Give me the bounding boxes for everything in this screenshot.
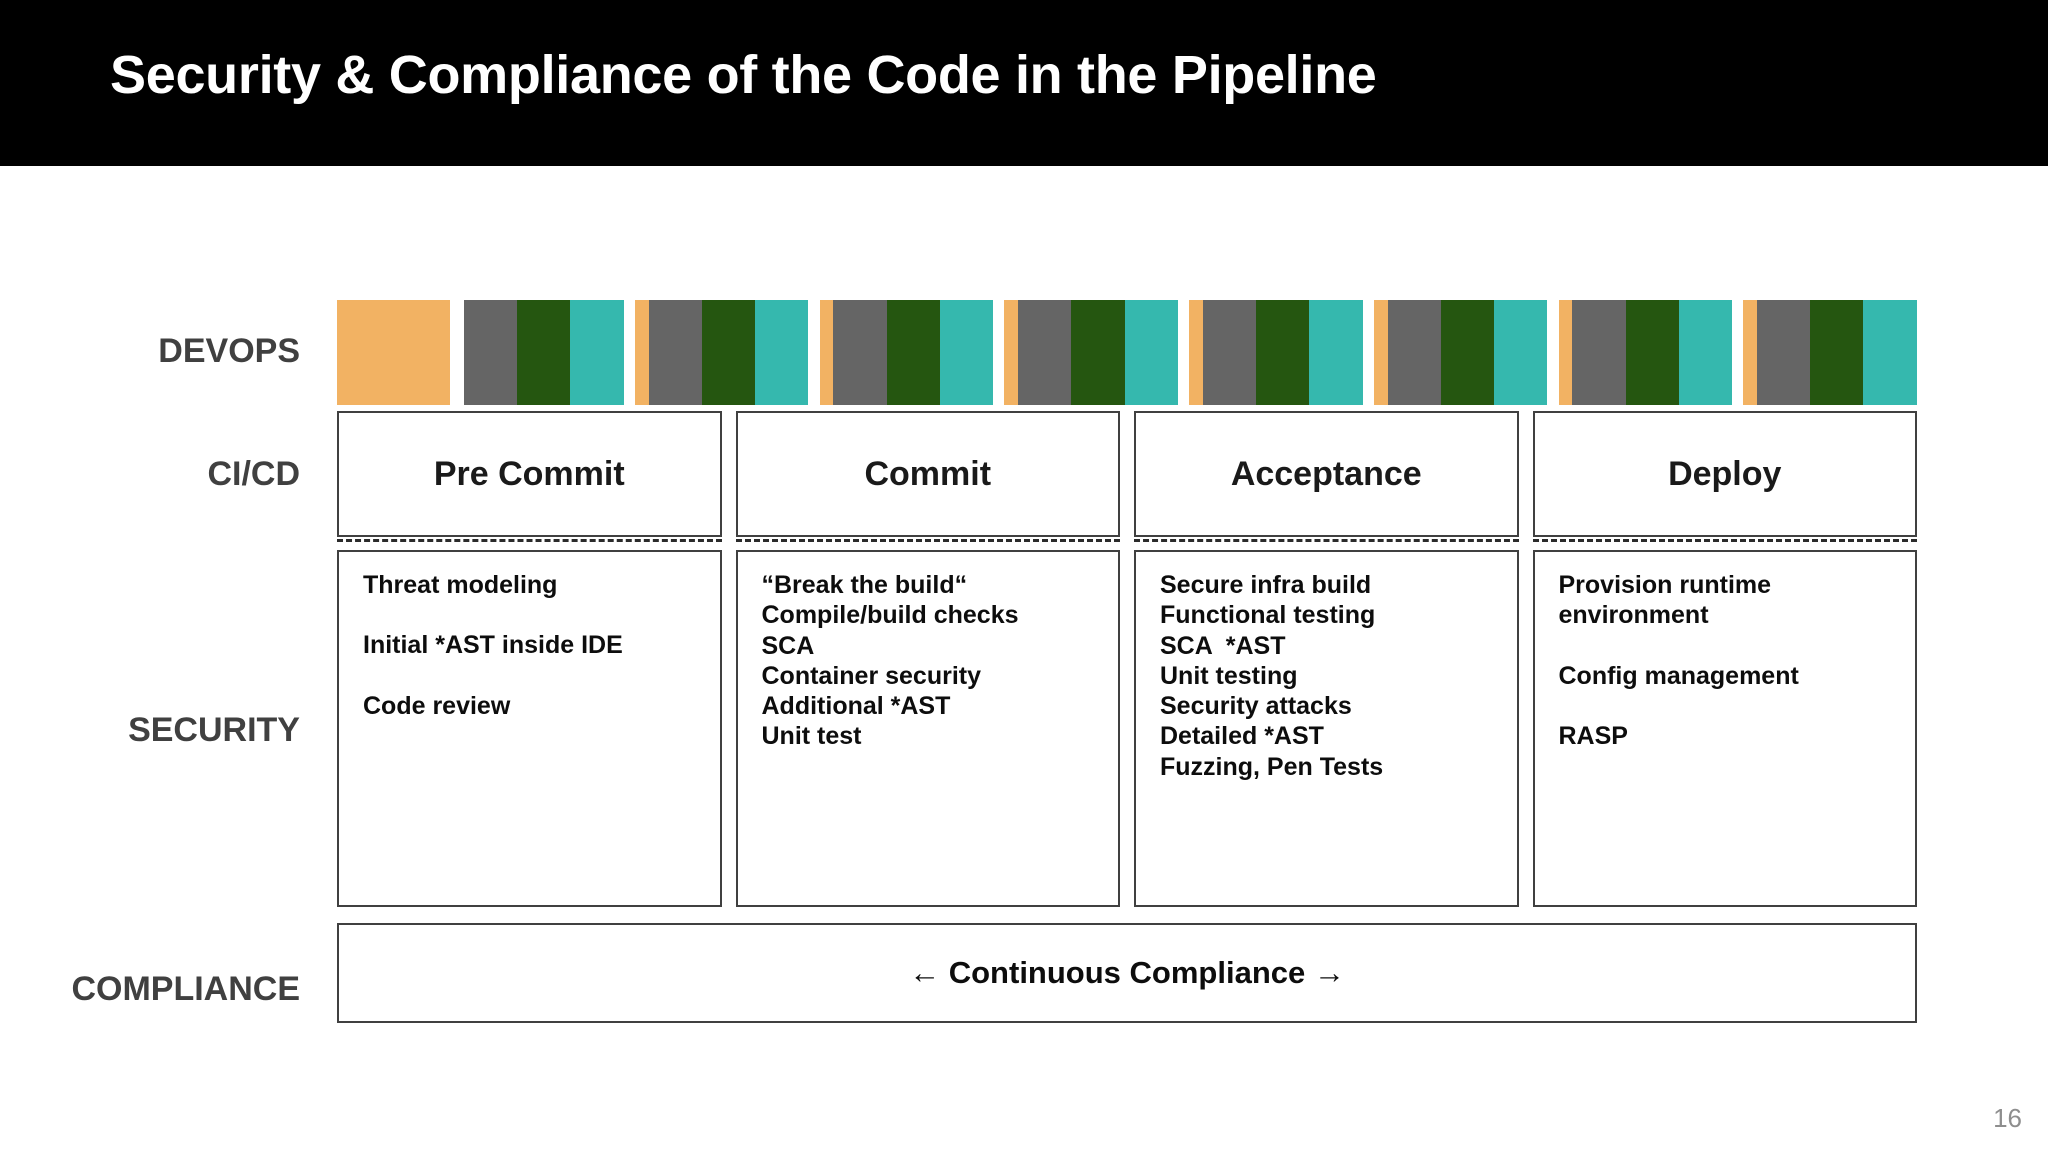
devops-segment-gray	[648, 300, 702, 405]
devops-segment-gap	[623, 300, 636, 405]
devops-segment-gap	[450, 300, 464, 405]
security-item: RASP	[1558, 721, 1628, 750]
cicd-stage-label: Pre Commit	[433, 454, 625, 493]
security-item: SCA *AST	[1160, 631, 1286, 660]
devops-segment-teal	[1309, 300, 1363, 405]
devops-segment-gap	[808, 300, 820, 405]
devops-segment-gap	[993, 300, 1005, 405]
devops-segment-gap	[1732, 300, 1744, 405]
continuous-compliance-label: ← Continuous Compliance →	[909, 955, 1345, 990]
title-banner: Security & Compliance of the Code in the…	[0, 0, 2048, 166]
devops-segment-green	[517, 300, 571, 405]
security-item: Provision runtime environment	[1558, 571, 1772, 630]
devops-segment-teal	[939, 300, 994, 405]
devops-pipeline-bar	[337, 300, 1917, 405]
security-item: Code review	[363, 691, 511, 720]
devops-segment-orange	[819, 300, 834, 405]
devops-segment-teal	[570, 300, 624, 405]
row-label-compliance: COMPLIANCE	[71, 970, 300, 1008]
security-item: Initial *AST inside IDE	[363, 631, 623, 660]
security-item: “Break the build“	[761, 571, 968, 599]
compliance-bar: ← Continuous Compliance →	[337, 923, 1917, 1023]
cicd-stage-label: Commit	[864, 454, 992, 493]
security-item: Compile/build checks	[761, 601, 1019, 630]
security-item: Detailed *AST	[1160, 722, 1324, 751]
devops-segment-gray	[1756, 300, 1811, 405]
security-item: Security attacks	[1160, 692, 1352, 720]
devops-segment-gray	[1018, 300, 1072, 405]
devops-segment-orange	[635, 300, 649, 405]
devops-segment-gap	[1362, 300, 1374, 405]
devops-segment-gray	[463, 300, 518, 405]
security-item: Secure infra build	[1160, 571, 1372, 599]
devops-segment-gap	[1177, 300, 1190, 405]
devops-segment-gray	[1572, 300, 1626, 405]
devops-segment-orange	[1004, 300, 1019, 405]
security-item: Container security	[761, 661, 982, 690]
devops-segment-orange	[1189, 300, 1203, 405]
cicd-stage-commit[interactable]: Commit	[735, 411, 1120, 537]
page-number: 16	[1993, 1103, 2022, 1133]
devops-segment-green	[1440, 300, 1495, 405]
devops-segment-orange	[337, 300, 451, 405]
cicd-stage-label: Deploy	[1668, 454, 1782, 493]
cicd-stage-label: Acceptance	[1230, 454, 1422, 493]
row-label-cicd: CI/CD	[207, 455, 300, 493]
security-item: Threat modeling	[363, 571, 558, 599]
devops-segment-teal	[1863, 300, 1917, 405]
devops-segment-orange	[1558, 300, 1573, 405]
security-item: Additional *AST	[761, 692, 951, 720]
devops-segment-gray	[1387, 300, 1441, 405]
devops-segment-green	[701, 300, 756, 405]
devops-segment-green	[1810, 300, 1864, 405]
security-item: Unit testing	[1160, 661, 1298, 690]
security-item: Unit test	[761, 722, 862, 751]
page-title: Security & Compliance of the Code in the…	[110, 45, 1377, 105]
devops-segment-green	[1071, 300, 1125, 405]
devops-segment-teal	[1124, 300, 1178, 405]
devops-segment-gray	[1202, 300, 1257, 405]
security-item: Fuzzing, Pen Tests	[1160, 752, 1384, 781]
devops-segment-gap	[1547, 300, 1559, 405]
devops-segment-green	[1625, 300, 1679, 405]
cicd-stage-deploy[interactable]: Deploy	[1532, 411, 1917, 537]
devops-segment-teal	[755, 300, 809, 405]
devops-segment-teal	[1678, 300, 1733, 405]
devops-segment-orange	[1743, 300, 1757, 405]
devops-segment-orange	[1373, 300, 1388, 405]
devops-segment-gray	[833, 300, 887, 405]
devops-segment-teal	[1494, 300, 1548, 405]
row-label-security: SECURITY	[128, 711, 300, 749]
security-item: Config management	[1558, 661, 1799, 690]
security-item: SCA	[761, 631, 815, 660]
cicd-stage-pre-commit[interactable]: Pre Commit	[337, 411, 722, 537]
cicd-stage-row: Pre Commit Commit Acceptance Deploy	[337, 411, 1917, 537]
cicd-stage-acceptance[interactable]: Acceptance	[1134, 411, 1519, 537]
devops-segment-green	[1256, 300, 1310, 405]
devops-segment-green	[886, 300, 940, 405]
security-item: Functional testing	[1160, 601, 1376, 630]
row-label-devops: DEVOPS	[158, 332, 300, 370]
